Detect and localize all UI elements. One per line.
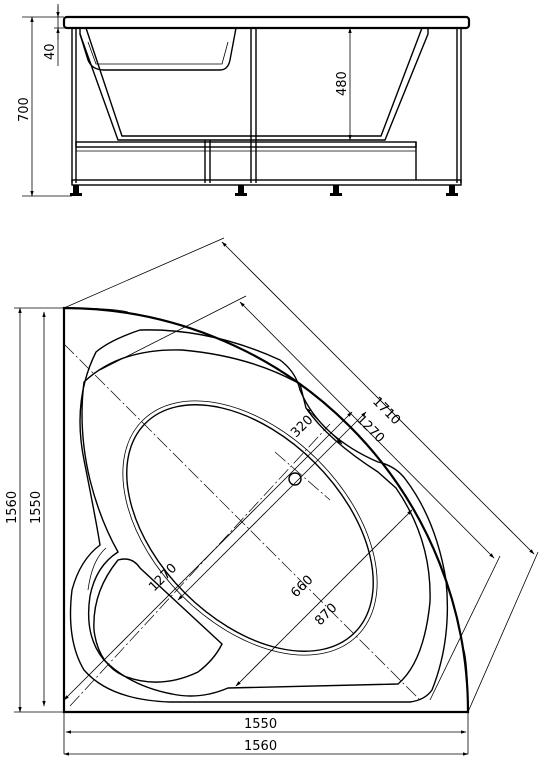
bathtub-rim bbox=[62, 15, 471, 30]
dimension-left-sides: 1560 1550 bbox=[5, 307, 64, 713]
dim-700-label: 700 bbox=[17, 97, 32, 122]
dim-660-label: 660 bbox=[288, 573, 316, 601]
top-view: 1710 1270 320 1270 660 870 bbox=[5, 237, 539, 756]
dimension-bottom-sides: 1550 1560 bbox=[63, 712, 469, 756]
dim-480-label: 480 bbox=[335, 71, 350, 96]
adjustable-feet bbox=[70, 185, 458, 196]
dimension-rim: 40 bbox=[43, 4, 80, 66]
dim-40-label: 40 bbox=[43, 43, 58, 60]
dim-870-label: 870 bbox=[312, 601, 340, 629]
dimension-diagonal-inner: 1270 bbox=[99, 295, 501, 701]
dimension-bowl-length: 1270 bbox=[63, 411, 353, 701]
dimension-bowl-width: 660 bbox=[177, 411, 367, 601]
dim-1560-left-label: 1560 bbox=[5, 491, 20, 524]
support-frame bbox=[71, 28, 462, 186]
tub-shell bbox=[79, 27, 429, 141]
side-view: 700 40 480 bbox=[17, 4, 471, 197]
dim-1550-left-label: 1550 bbox=[29, 491, 44, 524]
dimension-bowl-width-outer: 870 bbox=[235, 509, 413, 687]
center-axes bbox=[63, 343, 421, 707]
dimension-depth: 480 bbox=[335, 27, 352, 141]
dim-1550-bottom-label: 1550 bbox=[244, 717, 277, 732]
dim-1560-bottom-label: 1560 bbox=[244, 739, 277, 754]
dimension-height-total: 700 bbox=[17, 16, 72, 197]
